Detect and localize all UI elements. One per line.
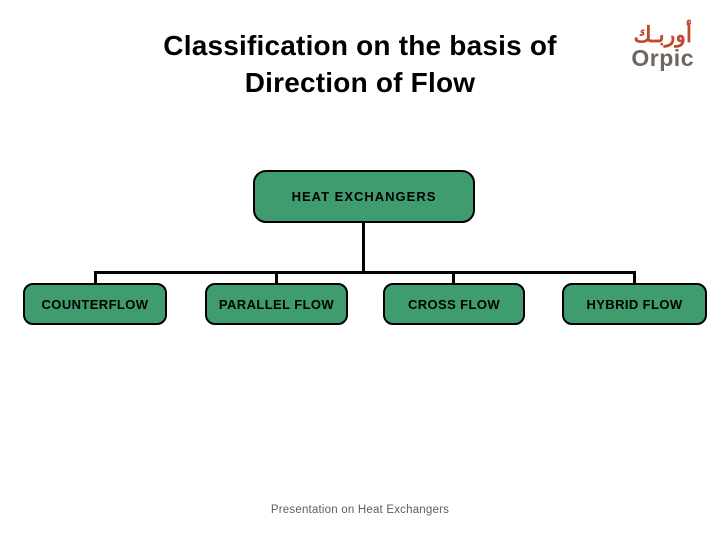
node-heat-exchangers: HEAT EXCHANGERS (253, 170, 475, 223)
node-cross-flow: CROSS FLOW (383, 283, 525, 325)
slide-title-line-1: Classification on the basis of (163, 30, 557, 61)
connector-horizontal (94, 271, 636, 274)
orpic-logo: أوربـك Orpic (631, 24, 694, 70)
connector-stub-hybrid-flow (633, 271, 636, 285)
slide-title-line-2: Direction of Flow (244, 66, 476, 98)
node-parallel-flow: PARALLEL FLOW (205, 283, 348, 325)
orpic-logo-arabic-wordmark: أوربـك (633, 22, 692, 47)
slide-title: Classification on the basis of Direction… (0, 28, 720, 102)
node-hybrid-flow-label: HYBRID FLOW (586, 296, 683, 312)
connector-stub-parallel-flow (275, 271, 278, 285)
node-parallel-flow-label: PARALLEL FLOW (218, 296, 335, 312)
node-counterflow: COUNTERFLOW (23, 283, 167, 325)
connector-stub-counterflow (94, 271, 97, 285)
connector-root-vertical (362, 222, 365, 273)
node-hybrid-flow: HYBRID FLOW (562, 283, 707, 325)
node-counterflow-label: COUNTERFLOW (41, 296, 149, 312)
node-heat-exchangers-label: HEAT EXCHANGERS (291, 189, 437, 204)
connector-stub-cross-flow (452, 271, 455, 285)
orpic-logo-latin-wordmark: Orpic (631, 45, 694, 71)
node-cross-flow-label: CROSS FLOW (407, 296, 501, 312)
slide-footer: Presentation on Heat Exchangers (270, 504, 450, 516)
